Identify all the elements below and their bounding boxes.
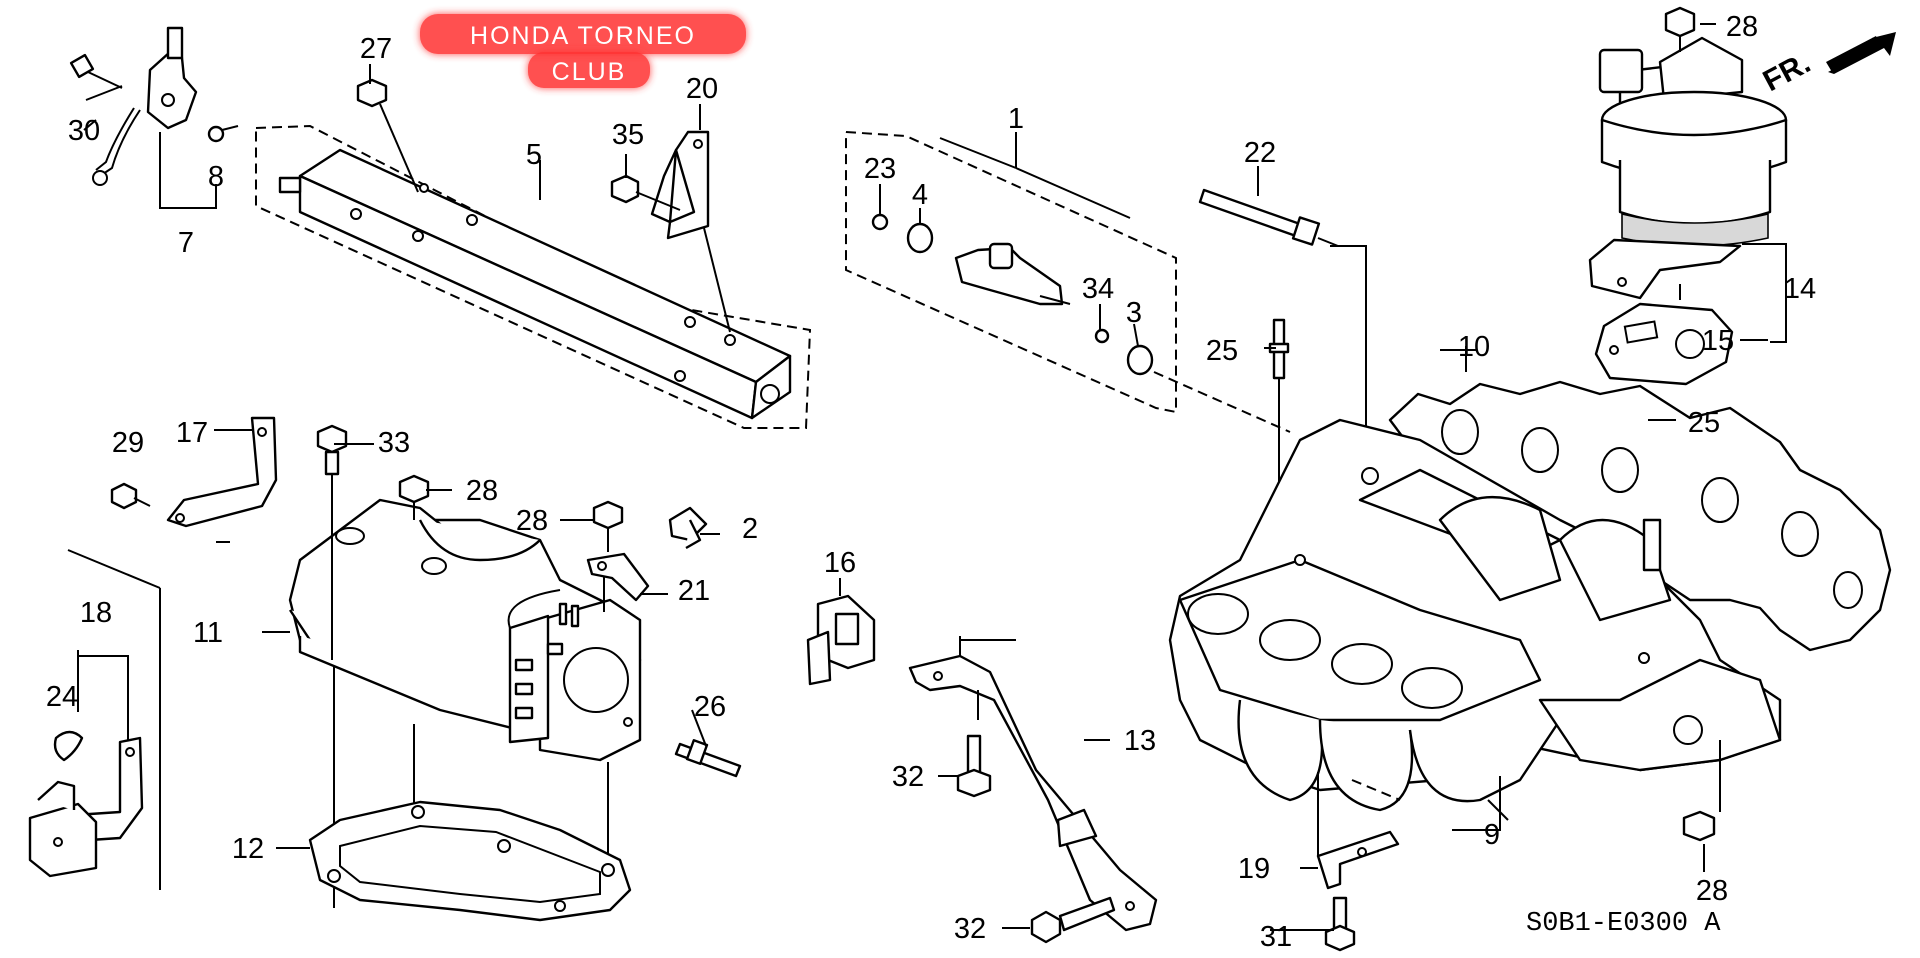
callout-32-upper: 32: [892, 761, 924, 793]
callout-25-right: 25: [1688, 407, 1720, 439]
nut-28-chamber-icon: [398, 474, 430, 520]
nut-27-icon: [356, 78, 419, 193]
nut-28-bottom-icon: [1682, 810, 1716, 842]
callout-25-left: 25: [1206, 335, 1238, 367]
callout-18: 18: [80, 597, 112, 629]
callout-28-bottom: 28: [1696, 875, 1728, 907]
callout-16: 16: [824, 547, 856, 579]
o-ring-8-icon: [207, 125, 225, 143]
cushion-ring-3-icon: [1126, 344, 1154, 376]
stud-22-icon: [1198, 188, 1367, 448]
callout-28-mid: 28: [516, 505, 548, 537]
bracket-17-group: [110, 416, 278, 528]
bolt-32-lower-icon: [1030, 896, 1116, 944]
callout-14: 14: [1784, 273, 1816, 305]
callout-33: 33: [378, 427, 410, 459]
callout-9: 9: [1484, 819, 1500, 851]
callout-22: 22: [1244, 137, 1276, 169]
o-ring-34-icon: [1094, 328, 1110, 344]
intake-chamber-group: [288, 498, 642, 908]
front-direction-marker: FR.: [1758, 32, 1896, 98]
connector-holder-16-icon: [806, 594, 876, 686]
callout-24: 24: [46, 681, 78, 713]
callout-34: 34: [1082, 273, 1114, 305]
callout-20: 20: [686, 73, 718, 105]
callout-5: 5: [526, 139, 542, 171]
callout-26: 26: [694, 691, 726, 723]
bolt-35-icon: [610, 174, 640, 204]
bracket-20-group: [610, 130, 731, 333]
callout-7: 7: [178, 227, 194, 259]
front-label: FR.: [1758, 46, 1816, 98]
bolt-32-upper-icon: [956, 734, 992, 798]
callout-12: 12: [232, 833, 264, 865]
watermark-line-2: CLUB: [552, 58, 627, 86]
egr-valve-group: [1588, 6, 1788, 343]
nut-28-mid-icon: [592, 500, 624, 530]
callout-labels: 1 2 3 4 5 7 8 9 10 11 12 13 14 15 16 17 …: [46, 11, 1816, 953]
callout-13: 13: [1124, 725, 1156, 757]
nut-28-top-icon: [1664, 6, 1696, 38]
callout-3: 3: [1126, 297, 1142, 329]
egr-gasket-15-icon: [1594, 302, 1734, 386]
callout-30: 30: [68, 115, 100, 147]
callout-10: 10: [1458, 331, 1490, 363]
fuel-injector-group: [845, 131, 1291, 433]
callout-11: 11: [193, 617, 223, 649]
club-watermark-logo: HONDA TORNEO CLUB: [420, 14, 746, 88]
callout-8: 8: [208, 161, 224, 193]
callout-19: 19: [1238, 853, 1270, 885]
bolt-29-icon: [110, 482, 138, 510]
o-ring-23-icon: [871, 213, 889, 231]
callout-2: 2: [742, 513, 758, 545]
callout-21: 21: [678, 575, 710, 607]
bracket-21-group: [586, 500, 708, 612]
callout-29: 29: [112, 427, 144, 459]
callout-17: 17: [176, 417, 208, 449]
leader-lines: [83, 23, 1768, 931]
callout-35: 35: [612, 119, 644, 151]
bracket-19-group: [1300, 830, 1400, 952]
seal-ring-4-icon: [906, 222, 934, 254]
bolt-33-icon: [316, 424, 348, 660]
bracket-18-group: [28, 549, 161, 890]
fuel-pressure-regulator-group: [69, 26, 239, 209]
intake-manifold-group: [1168, 380, 1892, 856]
callout-1: 1: [1008, 103, 1024, 135]
callout-31: 31: [1260, 921, 1292, 953]
callout-23: 23: [864, 153, 896, 185]
diagram-reference-code: S0B1-E0300 A: [1526, 909, 1721, 939]
callout-28-chamber: 28: [466, 475, 498, 507]
stud-26-icon: [674, 739, 742, 778]
bracket-13-group: [908, 636, 1158, 944]
clip-24-icon: [53, 730, 84, 762]
fuel-rail-group: [255, 124, 812, 429]
callout-32-lower: 32: [954, 913, 986, 945]
chamber-gasket-12-icon: [308, 800, 632, 922]
bolt-30-icon: [69, 53, 123, 89]
watermark-line-1: HONDA TORNEO: [470, 22, 696, 50]
callout-27: 27: [360, 33, 392, 65]
callout-28-top: 28: [1726, 11, 1758, 43]
callout-15: 15: [1702, 325, 1734, 357]
callout-4: 4: [912, 179, 928, 211]
